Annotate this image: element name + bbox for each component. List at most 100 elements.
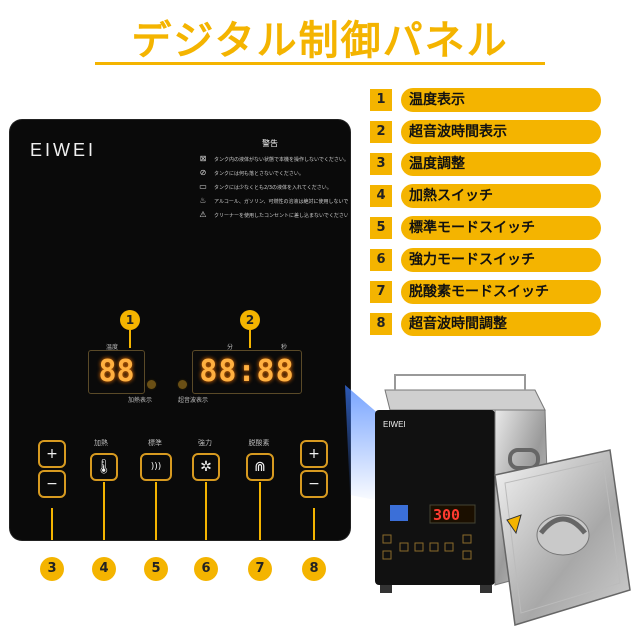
- legend-item: 2 超音波時間表示: [365, 120, 603, 144]
- power-mode-button[interactable]: ✲: [192, 453, 220, 481]
- cleaner-front-panel: [375, 410, 495, 585]
- legend-label: 超音波時間調整: [401, 312, 601, 336]
- callout-badge-4: 4: [92, 557, 116, 581]
- callout-badge-5: 5: [144, 557, 168, 581]
- callout-line-7: [259, 482, 261, 540]
- legend-label: 超音波時間表示: [401, 120, 601, 144]
- warning-text: タンク内の液体がない状態で本機を操作しないでください。: [214, 156, 348, 163]
- lid-inner-rim: [504, 460, 621, 614]
- heat-button[interactable]: 🌡: [90, 453, 118, 481]
- legend-number: 3: [370, 153, 392, 175]
- ultrasonic-indicator-led: [178, 380, 187, 389]
- callout-line-2: [249, 330, 251, 348]
- page-title: デジタル制御パネル: [131, 18, 509, 64]
- mini-buttons: [382, 534, 472, 560]
- foot: [480, 585, 492, 593]
- warning-text: アルコール、ガソリン、可燃性の溶液は絶対に使用しないでください。: [214, 198, 348, 205]
- callout-line-8: [313, 508, 315, 540]
- legend-label: 温度表示: [401, 88, 601, 112]
- warning-text: クリーナーを使用したコンセントに差し込まないでください。: [214, 212, 348, 219]
- legend-number: 6: [370, 249, 392, 271]
- unplug-icon: ⚠: [199, 210, 207, 219]
- power-button-label: 強力: [198, 439, 212, 447]
- time-display-min-label: 分: [227, 344, 234, 351]
- warning-triangle-icon: [506, 514, 522, 535]
- heating-indicator-led: [147, 380, 156, 389]
- degas-mode-button[interactable]: ⋒: [246, 453, 274, 481]
- ultrasonic-time-display: 88:88: [192, 350, 302, 394]
- standard-mode-button[interactable]: ))): [140, 453, 172, 481]
- warning-item: ♨ アルコール、ガソリン、可燃性の溶液は絶対に使用しないでください。: [198, 194, 348, 208]
- callout-badge-7: 7: [248, 557, 272, 581]
- callout-badge-1: 1: [120, 310, 140, 330]
- heat-button-label: 加熱: [94, 439, 108, 447]
- legend-item: 3 温度調整: [365, 152, 603, 176]
- title-underline: [95, 62, 545, 65]
- fill-level-icon: ▭: [199, 182, 207, 191]
- time-down-button[interactable]: −: [300, 470, 328, 498]
- time-up-button[interactable]: +: [300, 440, 328, 468]
- no-water-icon: ⊘: [199, 168, 207, 177]
- callout-line-6: [205, 482, 207, 540]
- temp-down-button[interactable]: −: [38, 470, 66, 498]
- temperature-value: 88: [98, 354, 135, 389]
- callout-line-1: [129, 330, 131, 348]
- degas-icon: ⋒: [254, 459, 266, 475]
- warning-title: 警告: [262, 139, 278, 148]
- callout-line-5: [155, 482, 157, 540]
- warning-item: ⚠ クリーナーを使用したコンセントに差し込まないでください。: [198, 208, 348, 222]
- legend-label: 強力モードスイッチ: [401, 248, 601, 272]
- brand-logo: EIWEI: [30, 140, 97, 160]
- foot: [380, 585, 392, 593]
- mini-temp-display: [390, 505, 408, 521]
- product-photo: EIWEI 300: [345, 374, 631, 626]
- callout-line-4: [103, 482, 105, 540]
- temp-display-label: 温度: [106, 344, 119, 351]
- warning-text: タンクには少なくとも2/3の液体を入れてください。: [214, 184, 332, 191]
- fan-icon: ✲: [200, 459, 212, 475]
- warning-item: ⊠ タンク内の液体がない状態で本機を操作しないでください。: [198, 152, 348, 166]
- legend-item: 4 加熱スイッチ: [365, 184, 603, 208]
- warning-item: ⊘ タンクには何も落とさないでください。: [198, 166, 348, 180]
- no-liquid-icon: ⊠: [199, 154, 207, 163]
- heating-indicator-caption: 加熱表示: [128, 397, 153, 404]
- legend-item: 6 強力モードスイッチ: [365, 248, 603, 272]
- legend-number: 5: [370, 217, 392, 239]
- legend-item: 5 標準モードスイッチ: [365, 216, 603, 240]
- legend-number: 2: [370, 121, 392, 143]
- callout-line-3: [51, 508, 53, 540]
- callout-badge-3: 3: [40, 557, 64, 581]
- legend-item: 8 超音波時間調整: [365, 312, 603, 336]
- legend-item: 7 脱酸素モードスイッチ: [365, 280, 603, 304]
- warning-text: タンクには何も落とさないでください。: [214, 170, 304, 177]
- callout-badge-6: 6: [194, 557, 218, 581]
- mini-time-display: [429, 504, 476, 524]
- warning-list: ⊠ タンク内の液体がない状態で本機を操作しないでください。 ⊘ タンクには何も落…: [198, 152, 348, 222]
- cleaner-top-rim: [384, 389, 546, 411]
- legend-item: 1 温度表示: [365, 88, 603, 112]
- callout-badge-8: 8: [302, 557, 326, 581]
- basket-handle: [394, 374, 526, 390]
- temp-up-button[interactable]: +: [38, 440, 66, 468]
- temperature-display: 88: [88, 350, 145, 394]
- wave-icon: ))): [150, 462, 162, 472]
- thermometer-icon: 🌡: [95, 459, 113, 475]
- callout-badge-2: 2: [240, 310, 260, 330]
- time-value: 88:88: [199, 354, 295, 389]
- legend-number: 7: [370, 281, 392, 303]
- legend-number: 4: [370, 185, 392, 207]
- ultrasonic-indicator-caption: 超音波表示: [178, 397, 209, 404]
- legend-label: 温度調整: [401, 152, 601, 176]
- mini-time-value: 300: [433, 506, 460, 524]
- legend-number: 1: [370, 89, 392, 111]
- product-brand: EIWEI: [383, 420, 406, 429]
- standard-button-label: 標準: [148, 439, 162, 447]
- control-panel: EIWEI 警告 ⊠ タンク内の液体がない状態で本機を操作しないでください。 ⊘…: [10, 120, 350, 540]
- warning-item: ▭ タンクには少なくとも2/3の液体を入れてください。: [198, 180, 348, 194]
- degas-button-label: 脱酸素: [248, 439, 270, 447]
- legend-label: 脱酸素モードスイッチ: [401, 280, 601, 304]
- legend-number: 8: [370, 313, 392, 335]
- lid-knob-handle: [539, 516, 587, 535]
- legend-label: 標準モードスイッチ: [401, 216, 601, 240]
- time-display-sec-label: 秒: [281, 344, 288, 351]
